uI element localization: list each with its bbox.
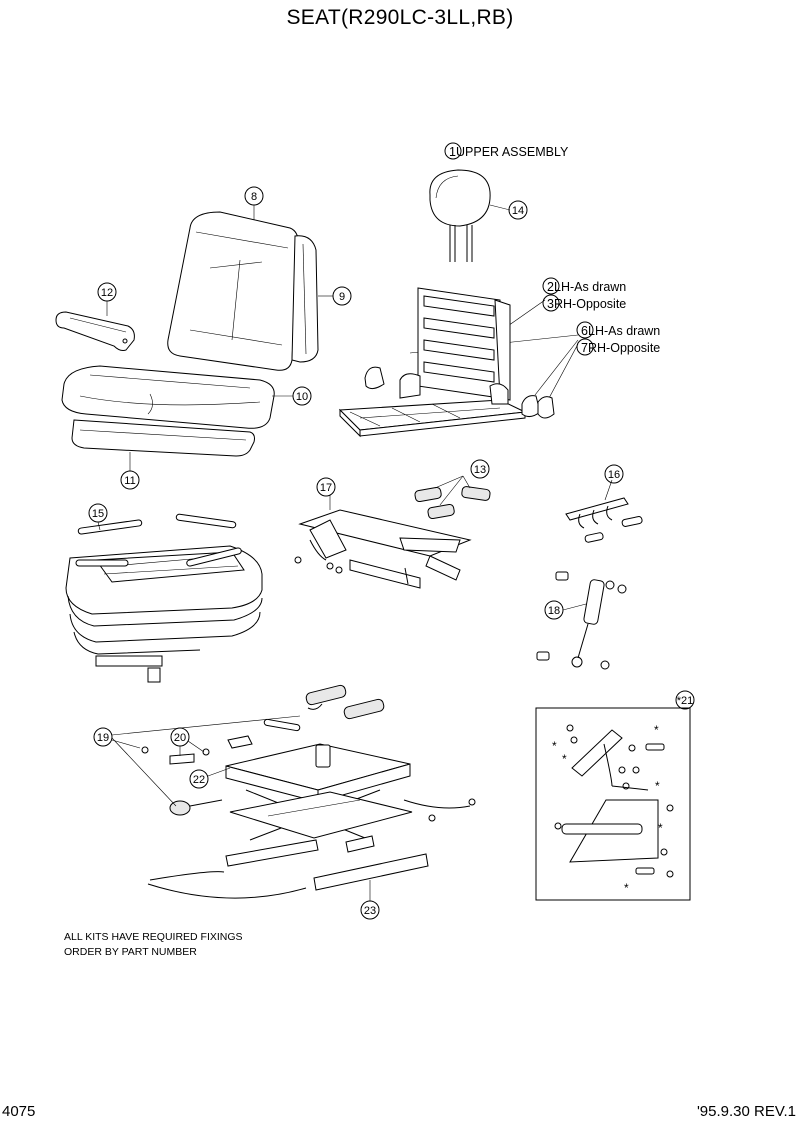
svg-text:*: * — [658, 821, 663, 835]
callout-7: 7 RH-Opposite — [576, 338, 660, 356]
springs — [414, 475, 491, 520]
note-fixings: ALL KITS HAVE REQUIRED FIXINGS — [64, 931, 243, 943]
svg-text:LH-As drawn: LH-As drawn — [554, 280, 626, 294]
svg-text:23: 23 — [364, 905, 376, 917]
svg-text:11: 11 — [124, 475, 135, 487]
svg-text:2: 2 — [547, 280, 554, 294]
adjustment-knob — [169, 799, 223, 816]
armrest — [55, 311, 135, 351]
gas-strut — [536, 571, 627, 670]
slide-assembly — [294, 495, 472, 589]
svg-text:15: 15 — [92, 508, 104, 520]
svg-text:3: 3 — [547, 297, 554, 311]
svg-text:10: 10 — [296, 391, 308, 403]
page-number: 4075 — [2, 1103, 36, 1120]
svg-text:RH-Opposite: RH-Opposite — [588, 341, 660, 355]
small-brackets — [141, 746, 210, 765]
svg-text:18: 18 — [548, 605, 560, 617]
slide-rails — [147, 839, 429, 899]
notes: ALL KITS HAVE REQUIRED FIXINGS ORDER BY … — [64, 930, 243, 960]
callout-6: 6 LH-As drawn — [576, 321, 660, 339]
svg-text:12: 12 — [101, 287, 113, 299]
svg-text:19: 19 — [97, 732, 109, 744]
callout-1: 1 UPPER ASSEMBLY — [444, 142, 569, 160]
svg-text:16: 16 — [608, 469, 620, 481]
svg-text:UPPER ASSEMBLY: UPPER ASSEMBLY — [456, 145, 569, 159]
svg-text:*21: *21 — [677, 695, 694, 707]
lever-set — [565, 479, 643, 543]
svg-text:8: 8 — [251, 191, 257, 203]
revision-label: '95.9.30 REV.1 — [696, 1103, 796, 1120]
svg-text:*: * — [552, 739, 557, 753]
svg-text:14: 14 — [512, 205, 524, 217]
callout-3: 3 RH-Opposite — [542, 294, 626, 312]
upper-frame — [338, 287, 527, 438]
svg-text:*: * — [562, 752, 567, 766]
svg-text:7: 7 — [581, 341, 588, 355]
svg-text:*: * — [624, 881, 629, 895]
note-order: ORDER BY PART NUMBER — [64, 946, 197, 958]
svg-text:*: * — [654, 723, 659, 737]
svg-text:6: 6 — [581, 324, 588, 338]
kit-21-box: * * * * * * — [535, 707, 691, 901]
svg-text:17: 17 — [320, 482, 332, 494]
side-brackets — [521, 395, 555, 419]
backrest — [167, 211, 319, 371]
svg-text:22: 22 — [193, 774, 205, 786]
page-title: SEAT(R290LC-3LL,RB) — [286, 6, 514, 29]
part-number-bubbles: 8 9 10 11 12 13 14 15 16 17 18 19 20 *21… — [88, 186, 695, 920]
suspension-springs — [227, 684, 385, 749]
svg-text:*: * — [655, 779, 660, 793]
svg-text:1: 1 — [449, 145, 456, 159]
seat-cushion — [61, 365, 275, 429]
seat-pan — [65, 513, 263, 683]
svg-text:LH-As drawn: LH-As drawn — [588, 324, 660, 338]
svg-text:9: 9 — [339, 291, 345, 303]
headrest — [429, 169, 511, 262]
scissor-suspension — [225, 743, 476, 853]
callout-2: 2 LH-As drawn — [542, 277, 626, 295]
seat-base-cushion — [71, 419, 255, 457]
svg-text:RH-Opposite: RH-Opposite — [554, 297, 626, 311]
svg-text:20: 20 — [174, 732, 186, 744]
svg-text:13: 13 — [474, 464, 486, 476]
